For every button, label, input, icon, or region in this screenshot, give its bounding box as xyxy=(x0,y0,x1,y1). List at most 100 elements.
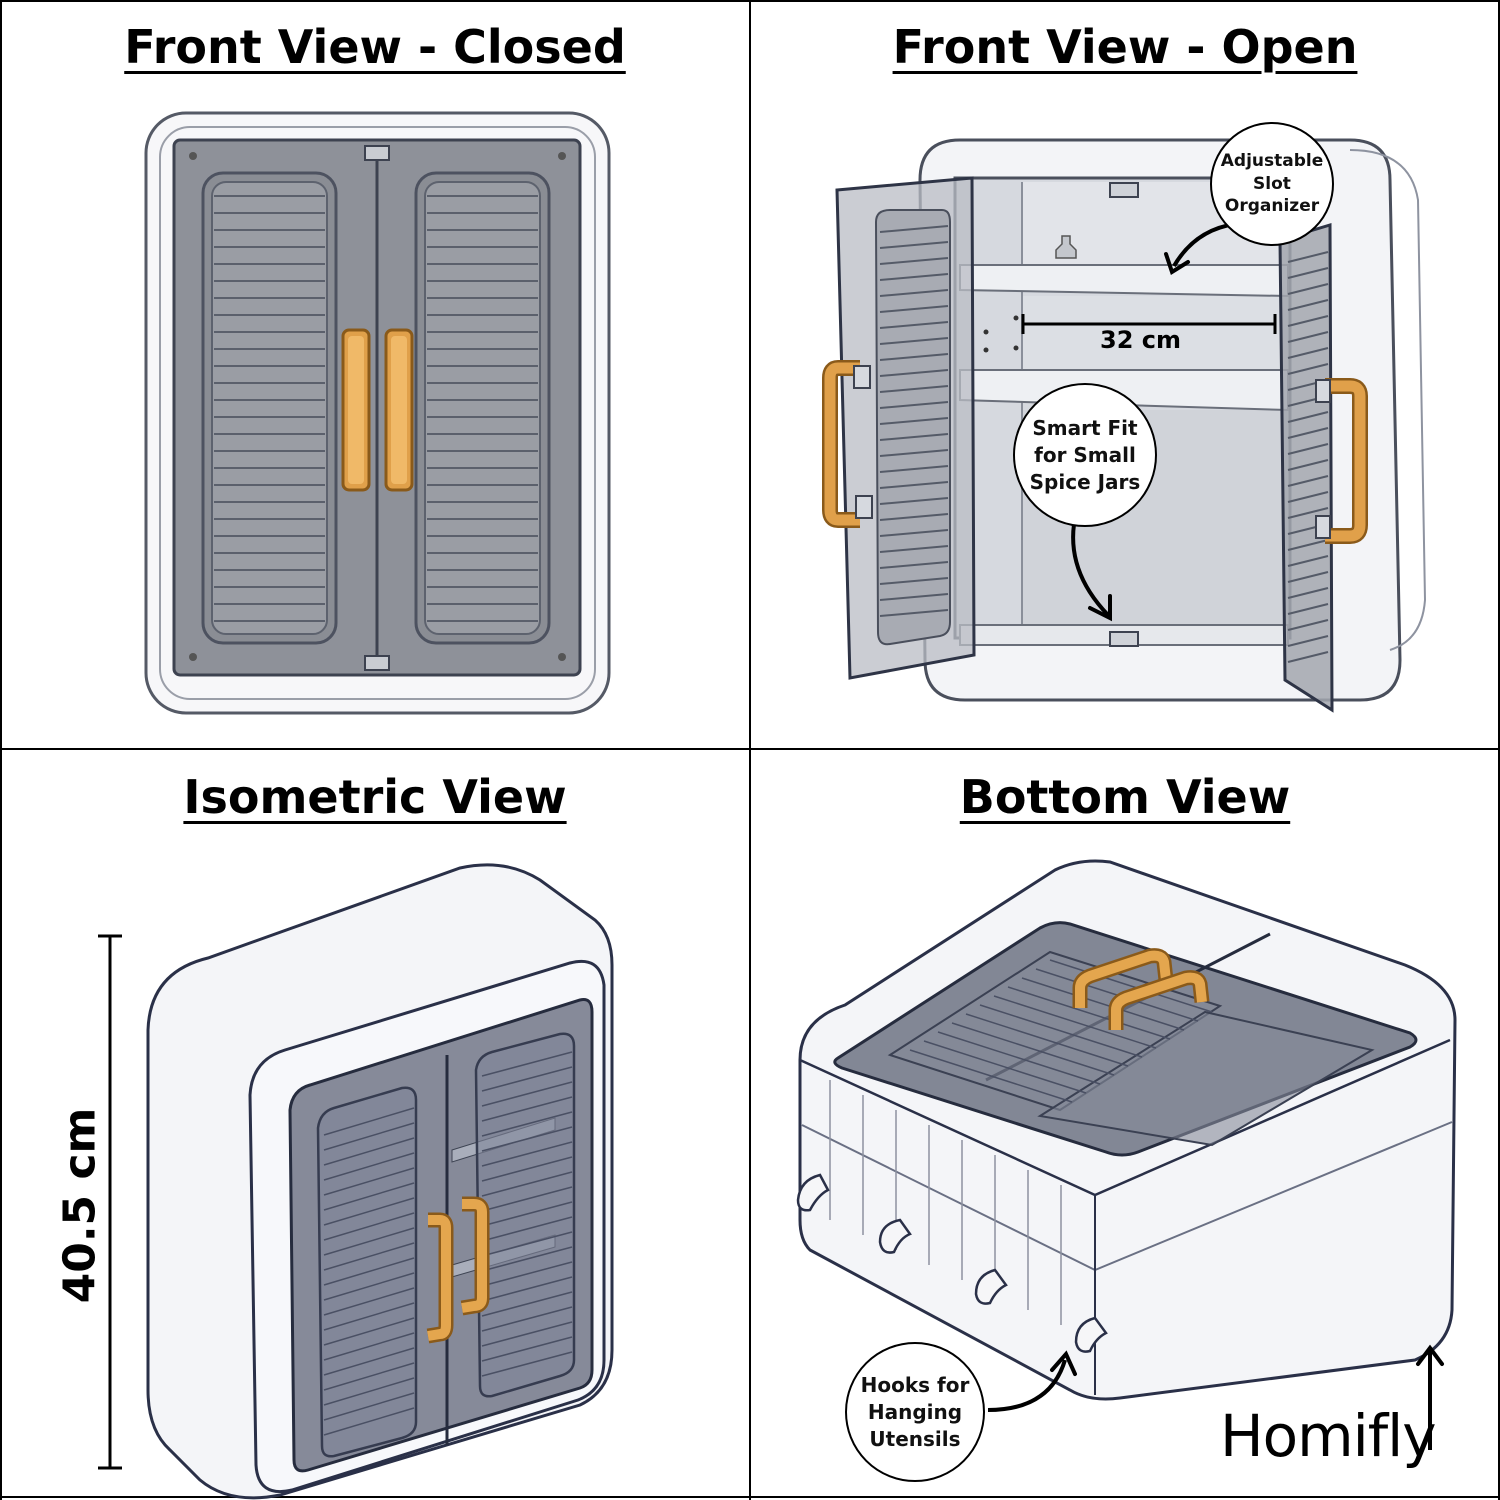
louver-line xyxy=(323,1227,415,1256)
louver-line xyxy=(879,401,949,409)
panel-isometric: Isometric View 40.5 cm xyxy=(0,750,750,1500)
louver-line xyxy=(979,1004,1143,1058)
callout-hooks-text: Hooks for Hanging Utensils xyxy=(860,1372,970,1451)
louver-line xyxy=(481,1126,573,1152)
louver-line xyxy=(481,1276,573,1302)
louver-line xyxy=(1287,651,1329,663)
callout-adjustable-slot-text: Adjustable Slot Organizer xyxy=(1220,150,1324,217)
louver-line xyxy=(323,1377,415,1406)
louver-line xyxy=(481,1066,573,1092)
vertical-divider xyxy=(749,0,751,1500)
louver-line xyxy=(1287,587,1329,599)
louver-line xyxy=(879,225,949,233)
louver-line xyxy=(323,1392,415,1421)
louver-line xyxy=(879,545,949,553)
panel-title-isometric: Isometric View xyxy=(183,770,567,824)
louver-line xyxy=(879,513,949,521)
louver-line xyxy=(1287,539,1329,551)
callout-adjustable-slot: Adjustable Slot Organizer xyxy=(1210,122,1334,246)
height-dimension-label: 40.5 cm xyxy=(54,1107,106,1304)
louver-line xyxy=(923,1040,1087,1094)
front-open-cabinet xyxy=(822,138,1427,713)
louver-line xyxy=(879,561,949,569)
louver-line xyxy=(481,1321,573,1347)
louver-line xyxy=(879,529,949,537)
panel-title-front-open: Front View - Open xyxy=(892,20,1358,74)
louver-line xyxy=(323,1242,415,1271)
callout-spice-jars: Smart Fit for Small Spice Jars xyxy=(1013,383,1157,527)
louver-line xyxy=(937,1031,1101,1085)
louver-line xyxy=(993,995,1157,1049)
louver-line xyxy=(879,241,949,249)
louver-line xyxy=(481,1306,573,1332)
louver-line xyxy=(1287,635,1329,647)
louver-line xyxy=(879,481,949,489)
louver-line xyxy=(1287,331,1329,343)
louver-line xyxy=(1287,475,1329,487)
louver-line xyxy=(323,1182,415,1211)
louver-line xyxy=(481,1186,573,1212)
louver-line xyxy=(879,465,949,473)
louver-line xyxy=(879,321,949,329)
louver-line xyxy=(481,1156,573,1182)
louver-line xyxy=(1287,555,1329,567)
louver-line xyxy=(323,1197,415,1226)
louver-line xyxy=(879,257,949,265)
brand-logo: Homifly xyxy=(1220,1402,1437,1470)
front-closed-cabinet xyxy=(144,111,611,715)
louver-line xyxy=(879,593,949,601)
louver-line xyxy=(879,289,949,297)
louver-line xyxy=(1287,315,1329,327)
louver-line xyxy=(1287,411,1329,423)
panel-title-front-closed: Front View - Closed xyxy=(124,20,626,74)
louver-line xyxy=(879,417,949,425)
louver-line xyxy=(323,1302,415,1331)
louver-line xyxy=(909,1049,1073,1103)
louver-line xyxy=(481,1336,573,1362)
isometric-cabinet xyxy=(98,863,614,1500)
louver-line xyxy=(879,449,949,457)
louver-line xyxy=(481,1351,573,1377)
louver-line xyxy=(879,433,949,441)
louver-line xyxy=(879,353,949,361)
louver-line xyxy=(951,1022,1115,1076)
louver-line xyxy=(1287,427,1329,439)
louver-line xyxy=(481,1231,573,1257)
louver-line xyxy=(1287,619,1329,631)
louver-line xyxy=(879,273,949,281)
panel-front-open: Front View - Open xyxy=(750,0,1500,750)
louver-line xyxy=(1287,363,1329,375)
louver-line xyxy=(323,1362,415,1391)
louver-line xyxy=(1287,251,1329,263)
louver-line xyxy=(1007,986,1171,1040)
louver-line xyxy=(1287,347,1329,359)
louver-line xyxy=(879,337,949,345)
louver-line xyxy=(879,305,949,313)
width-dimension-label: 32 cm xyxy=(1100,326,1181,354)
louver-line xyxy=(323,1137,415,1166)
louver-line xyxy=(1021,977,1185,1031)
panel-front-closed: Front View - Closed xyxy=(0,0,750,750)
louver-line xyxy=(323,1167,415,1196)
louver-line xyxy=(323,1107,415,1136)
panel-title-bottom: Bottom View xyxy=(959,770,1291,824)
louver-line xyxy=(323,1407,415,1436)
louver-line xyxy=(323,1317,415,1346)
louver-line xyxy=(323,1122,415,1151)
louver-line xyxy=(481,1216,573,1242)
louver-line xyxy=(1287,267,1329,279)
callout-spice-jars-text: Smart Fit for Small Spice Jars xyxy=(1029,415,1141,494)
louver-line xyxy=(481,1201,573,1227)
outer-border-right xyxy=(1498,0,1500,1500)
horizontal-divider xyxy=(0,748,1500,750)
louver-line xyxy=(323,1272,415,1301)
louver-line xyxy=(879,369,949,377)
louver-line xyxy=(323,1287,415,1316)
louver-line xyxy=(1287,459,1329,471)
louver-line xyxy=(481,1246,573,1272)
louver-line xyxy=(481,1291,573,1317)
panel-bottom: Bottom View Hooks for Hanging Utensils xyxy=(750,750,1500,1500)
louver-line xyxy=(323,1212,415,1241)
louver-line xyxy=(879,577,949,585)
louver-line xyxy=(879,385,949,393)
